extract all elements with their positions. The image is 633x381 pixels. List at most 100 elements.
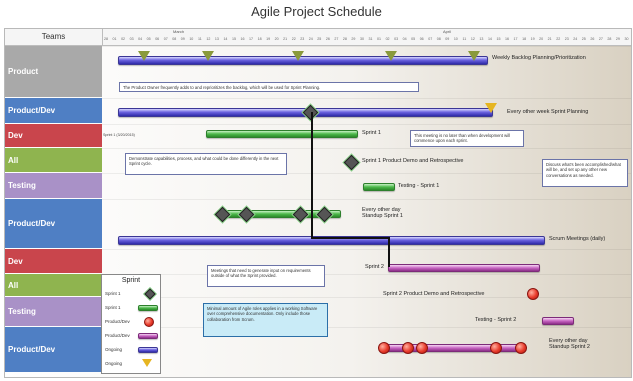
day-tick: 18 [257, 37, 262, 41]
legend-blue-bar-icon [138, 347, 158, 353]
legend-circle-icon [144, 317, 154, 327]
day-tick: 01 [377, 37, 382, 41]
day-tick: 12 [470, 37, 475, 41]
lane-band [102, 249, 631, 275]
day-tick: 02 [121, 37, 126, 41]
day-tick: 07 [428, 37, 433, 41]
day-tick: 23 [564, 37, 569, 41]
lane-band [102, 297, 631, 328]
day-tick: 26 [590, 37, 595, 41]
legend-green-bar-icon [138, 305, 158, 311]
day-tick: 29 [615, 37, 620, 41]
sprint2-demo-label: Sprint 2 Product Demo and Retrospective [383, 291, 485, 297]
legend-item: Product/Dev [105, 333, 130, 338]
backlog-milestone-icon [385, 51, 397, 61]
current-date-line [311, 112, 313, 237]
standup-sprint2-milestone-icon [378, 342, 390, 354]
day-tick: 05 [146, 37, 151, 41]
legend-item: Sprint 1 [105, 291, 121, 296]
note-standup: Discuss what's been accomplished/what wi… [542, 159, 628, 187]
note-sprint-planning: This meeting is no later than when devel… [410, 130, 524, 147]
legend-diamond-icon [144, 288, 156, 300]
lane-label: All [5, 274, 102, 296]
lane-band [102, 327, 631, 374]
legend-triangle-icon [142, 359, 152, 367]
day-tick: 09 [180, 37, 185, 41]
lane-label: All [5, 148, 102, 172]
standup-sprint2-label: Every other day Standup Sprint 2 [549, 338, 590, 351]
standup-sprint2-milestone-icon [515, 342, 527, 354]
day-tick: 22 [556, 37, 561, 41]
day-tick: 13 [214, 37, 219, 41]
sprint2-bar [388, 264, 540, 272]
lane-label: Product [5, 46, 102, 97]
day-tick: 28 [607, 37, 612, 41]
day-tick: 11 [197, 37, 202, 41]
day-tick: 22 [291, 37, 296, 41]
day-tick: 06 [419, 37, 424, 41]
day-tick: 24 [573, 37, 578, 41]
day-tick: 25 [317, 37, 322, 41]
day-tick: 11 [462, 37, 467, 41]
month-april: April [443, 29, 452, 34]
legend-title: Sprint [121, 277, 141, 284]
note-backlog: The Product Owner frequently adds to and… [119, 82, 419, 92]
lane-band [102, 124, 631, 149]
lane-label: Product/Dev [5, 98, 102, 123]
day-tick: 20 [274, 37, 279, 41]
backlog-milestone-icon [138, 51, 150, 61]
backlog-label: Weekly Backlog Planning/Prioritization [492, 55, 586, 61]
day-tick: 08 [436, 37, 441, 41]
legend-item: Ongoing [105, 361, 123, 366]
day-tick: 15 [496, 37, 501, 41]
standup-sprint2-milestone-icon [402, 342, 414, 354]
day-tick: 28 [342, 37, 347, 41]
legend-item: Product/Dev [105, 319, 130, 324]
day-tick: 02 [385, 37, 390, 41]
day-tick: 06 [155, 37, 160, 41]
lane-band [102, 46, 631, 99]
lane-label: Product/Dev [5, 327, 102, 372]
sprint-planning-milestone-icon [485, 103, 497, 113]
day-tick: 19 [530, 37, 535, 41]
sprint1-bar [206, 130, 358, 138]
day-tick: 14 [223, 37, 228, 41]
note-agile-roles: Minimal amount of Agile roles applies in… [203, 303, 328, 337]
scrum-label: Scrum Meetings (daily) [549, 236, 606, 242]
day-tick: 10 [189, 37, 194, 41]
page-title: Agile Project Schedule [251, 4, 382, 19]
lane-band [102, 98, 631, 125]
testing-sprint1-label: Testing - Sprint 1 [398, 183, 440, 189]
teams-header: Teams [5, 29, 103, 45]
backlog-milestone-icon [468, 51, 480, 61]
day-tick: 04 [138, 37, 143, 41]
testing-sprint2-label: Testing - Sprint 2 [475, 317, 517, 323]
note-requirements: Meetings that need to generate input on … [207, 265, 325, 287]
day-tick: 28 [104, 37, 108, 41]
connector-line [388, 237, 390, 267]
lane-label: Product/Dev [5, 199, 102, 248]
lane-label: Dev [5, 249, 102, 273]
day-tick: 23 [300, 37, 305, 41]
day-tick: 24 [308, 37, 313, 41]
legend-item: Ongoing [105, 347, 123, 352]
day-tick: 30 [359, 37, 364, 41]
connector-line [311, 237, 389, 239]
sprint2-label: Sprint 2 [365, 264, 384, 270]
backlog-milestone-icon [292, 51, 304, 61]
day-tick: 21 [547, 37, 552, 41]
lane-band [102, 274, 631, 298]
standup-sprint1-label: Every other day Standup Sprint 1 [362, 207, 403, 220]
testing-sprint2-bar [542, 317, 574, 325]
day-tick: 19 [266, 37, 271, 41]
day-tick: 14 [487, 37, 492, 41]
lane-band [102, 173, 631, 200]
day-tick: 17 [249, 37, 254, 41]
day-tick: 26 [325, 37, 330, 41]
backlog-milestone-icon [202, 51, 214, 61]
day-tick: 03 [129, 37, 134, 41]
day-tick: 01 [112, 37, 117, 41]
day-tick: 20 [539, 37, 544, 41]
